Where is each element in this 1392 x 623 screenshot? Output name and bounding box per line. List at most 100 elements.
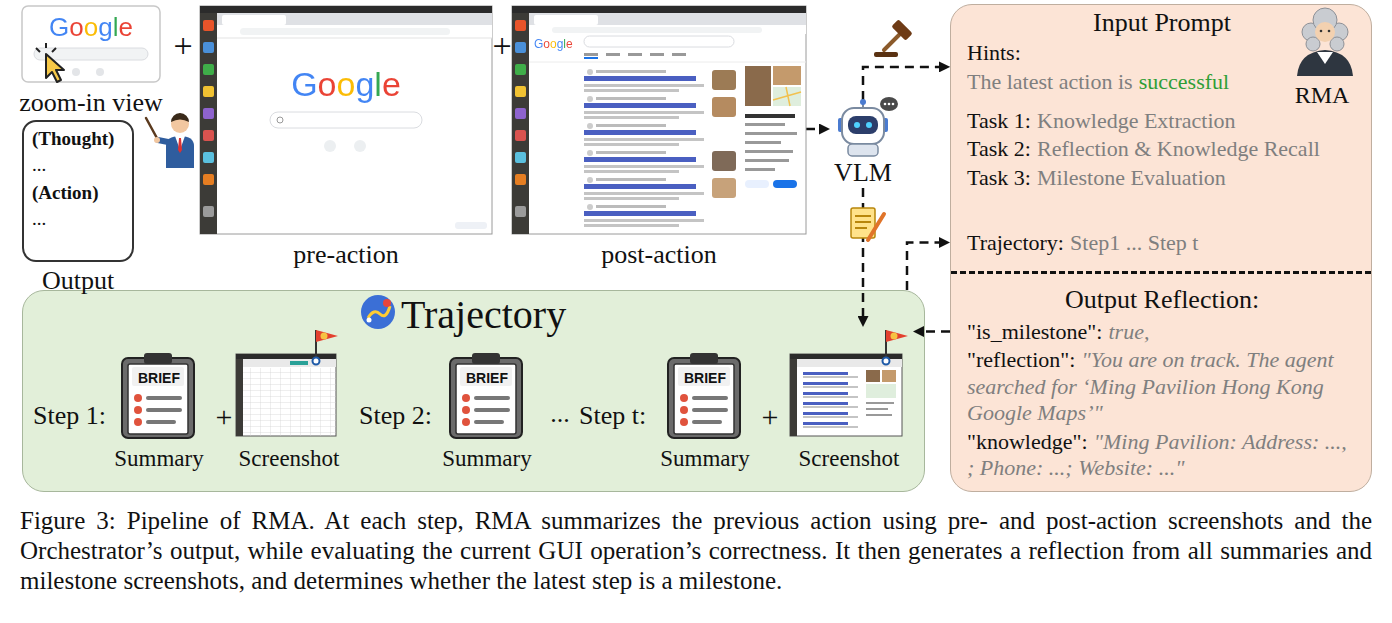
post-action-screen — [628, 53, 642, 56]
panel-title: Trajectory — [401, 291, 566, 338]
icon-text: BRIEF — [138, 370, 180, 387]
prompt-text: "knowledge": — [967, 429, 1088, 454]
screenshot-thumbnail — [803, 372, 858, 378]
notepad-icon — [855, 215, 871, 217]
teacher-icon — [175, 136, 185, 150]
vlm-robot — [854, 122, 860, 128]
screenshot-thumbnail — [803, 392, 858, 398]
post-action-screen — [773, 87, 801, 106]
output-line: (Thought) — [32, 128, 114, 150]
icon-label: Screenshot — [239, 445, 340, 472]
map-pin-icon — [367, 318, 372, 323]
step-label: Step 2: — [359, 401, 432, 432]
prompt-text: Task 3: — [967, 165, 1031, 190]
post-action-screen — [529, 13, 806, 25]
prompt-text: Step1 ... Step t — [1070, 230, 1198, 255]
zoom-in-card — [34, 48, 148, 60]
prompt-text: Input Prompt — [1093, 8, 1231, 37]
screenshot-thumbnail — [803, 402, 858, 408]
vlm-robot — [862, 101, 864, 108]
milestone-flag — [313, 358, 320, 365]
milestone-flag — [886, 330, 908, 342]
post-action-screen — [745, 123, 785, 126]
plus-sign: + — [762, 399, 779, 434]
prompt-text: true, — [1108, 319, 1149, 344]
prompt-text: RMA — [1295, 82, 1350, 108]
summary-clipboard — [122, 353, 194, 438]
prompt-text: Task 1: — [967, 108, 1031, 133]
vlm-robot — [848, 116, 878, 134]
screenshot-thumbnail — [290, 361, 308, 365]
gavel-icon — [884, 34, 900, 50]
milestone-flag — [321, 333, 328, 340]
icon-label: Summary — [442, 445, 531, 472]
post-action-screen — [584, 177, 704, 200]
icon-text: BRIEF — [466, 370, 508, 387]
plus-sign: + — [173, 26, 192, 66]
judge-icon — [1330, 23, 1348, 41]
gavel-icon — [891, 19, 912, 40]
map-pin-icon — [383, 299, 391, 307]
zoom-in-card — [22, 6, 160, 82]
post-action-screen — [745, 66, 771, 106]
prompt-text: Hints: — [967, 40, 1021, 65]
plus-sign: + — [216, 399, 233, 434]
pre-action-screen — [200, 6, 492, 234]
plus-sign: + — [492, 26, 511, 66]
summary-icon: BRIEFSummary — [655, 353, 755, 477]
post-action-screen — [773, 66, 801, 85]
post-action-screen — [606, 53, 620, 56]
dashed-arrow — [806, 128, 822, 131]
post-action-screen — [512, 13, 529, 234]
teacher-icon — [171, 115, 189, 133]
judge-icon — [1306, 37, 1320, 51]
summary-clipboard — [122, 353, 740, 438]
screenshot-thumbnail — [790, 354, 902, 436]
screenshot-thumbnail — [790, 359, 797, 436]
milestone-flag — [891, 333, 898, 340]
prompt-text: Output Reflection: — [1065, 285, 1259, 314]
step-label: Step t: — [579, 401, 646, 432]
post-action-screen — [745, 141, 781, 144]
post-action-screen — [584, 123, 704, 146]
gavel-icon — [874, 52, 898, 57]
screenshot-thumbnail — [803, 382, 858, 388]
pre-action-screen — [217, 38, 492, 39]
image-label: zoom-in view — [19, 88, 163, 119]
prompt-text: The latest action is — [967, 69, 1133, 94]
screenshot-thumbnail — [243, 368, 336, 436]
post-action-screen — [672, 53, 686, 56]
judge-icon — [1297, 8, 1353, 76]
icon-label: Summary — [660, 445, 749, 472]
judge-icon — [1315, 22, 1335, 42]
vlm-robot — [860, 99, 866, 105]
output-box: (Thought)...(Action)...Output — [22, 120, 138, 298]
post-action-screen — [712, 178, 736, 198]
judge-icon — [1330, 37, 1344, 51]
vlm-robot — [892, 103, 895, 106]
screenshot-thumbnail — [243, 359, 336, 367]
pre-action-screen — [240, 28, 450, 35]
zoom-in-view: Google zoom-in view — [16, 4, 166, 118]
dashed-arrow — [862, 188, 865, 319]
logo-text: Google — [49, 12, 133, 43]
milestone-flag — [316, 330, 338, 342]
post-action-screen — [584, 69, 704, 92]
post-action-screen — [552, 27, 762, 33]
zoom-in-card — [22, 6, 160, 82]
image-label: pre-action — [293, 240, 398, 271]
pre-action-screen — [270, 112, 422, 128]
teacher-icon — [178, 138, 182, 153]
icon-label: Summary — [114, 445, 203, 472]
teacher-icon — [171, 113, 189, 122]
post-action-screen — [773, 87, 801, 106]
step-label: Step 1: — [33, 401, 106, 432]
screenshot-thumbnail — [882, 370, 896, 382]
teacher-icon — [154, 137, 160, 143]
vlm-robot — [838, 97, 898, 156]
vlm-robot — [880, 97, 898, 111]
logo-text: Google — [534, 37, 573, 51]
zoom-in-card — [72, 68, 80, 76]
prompt-text: Milestone Evaluation — [1037, 165, 1226, 190]
